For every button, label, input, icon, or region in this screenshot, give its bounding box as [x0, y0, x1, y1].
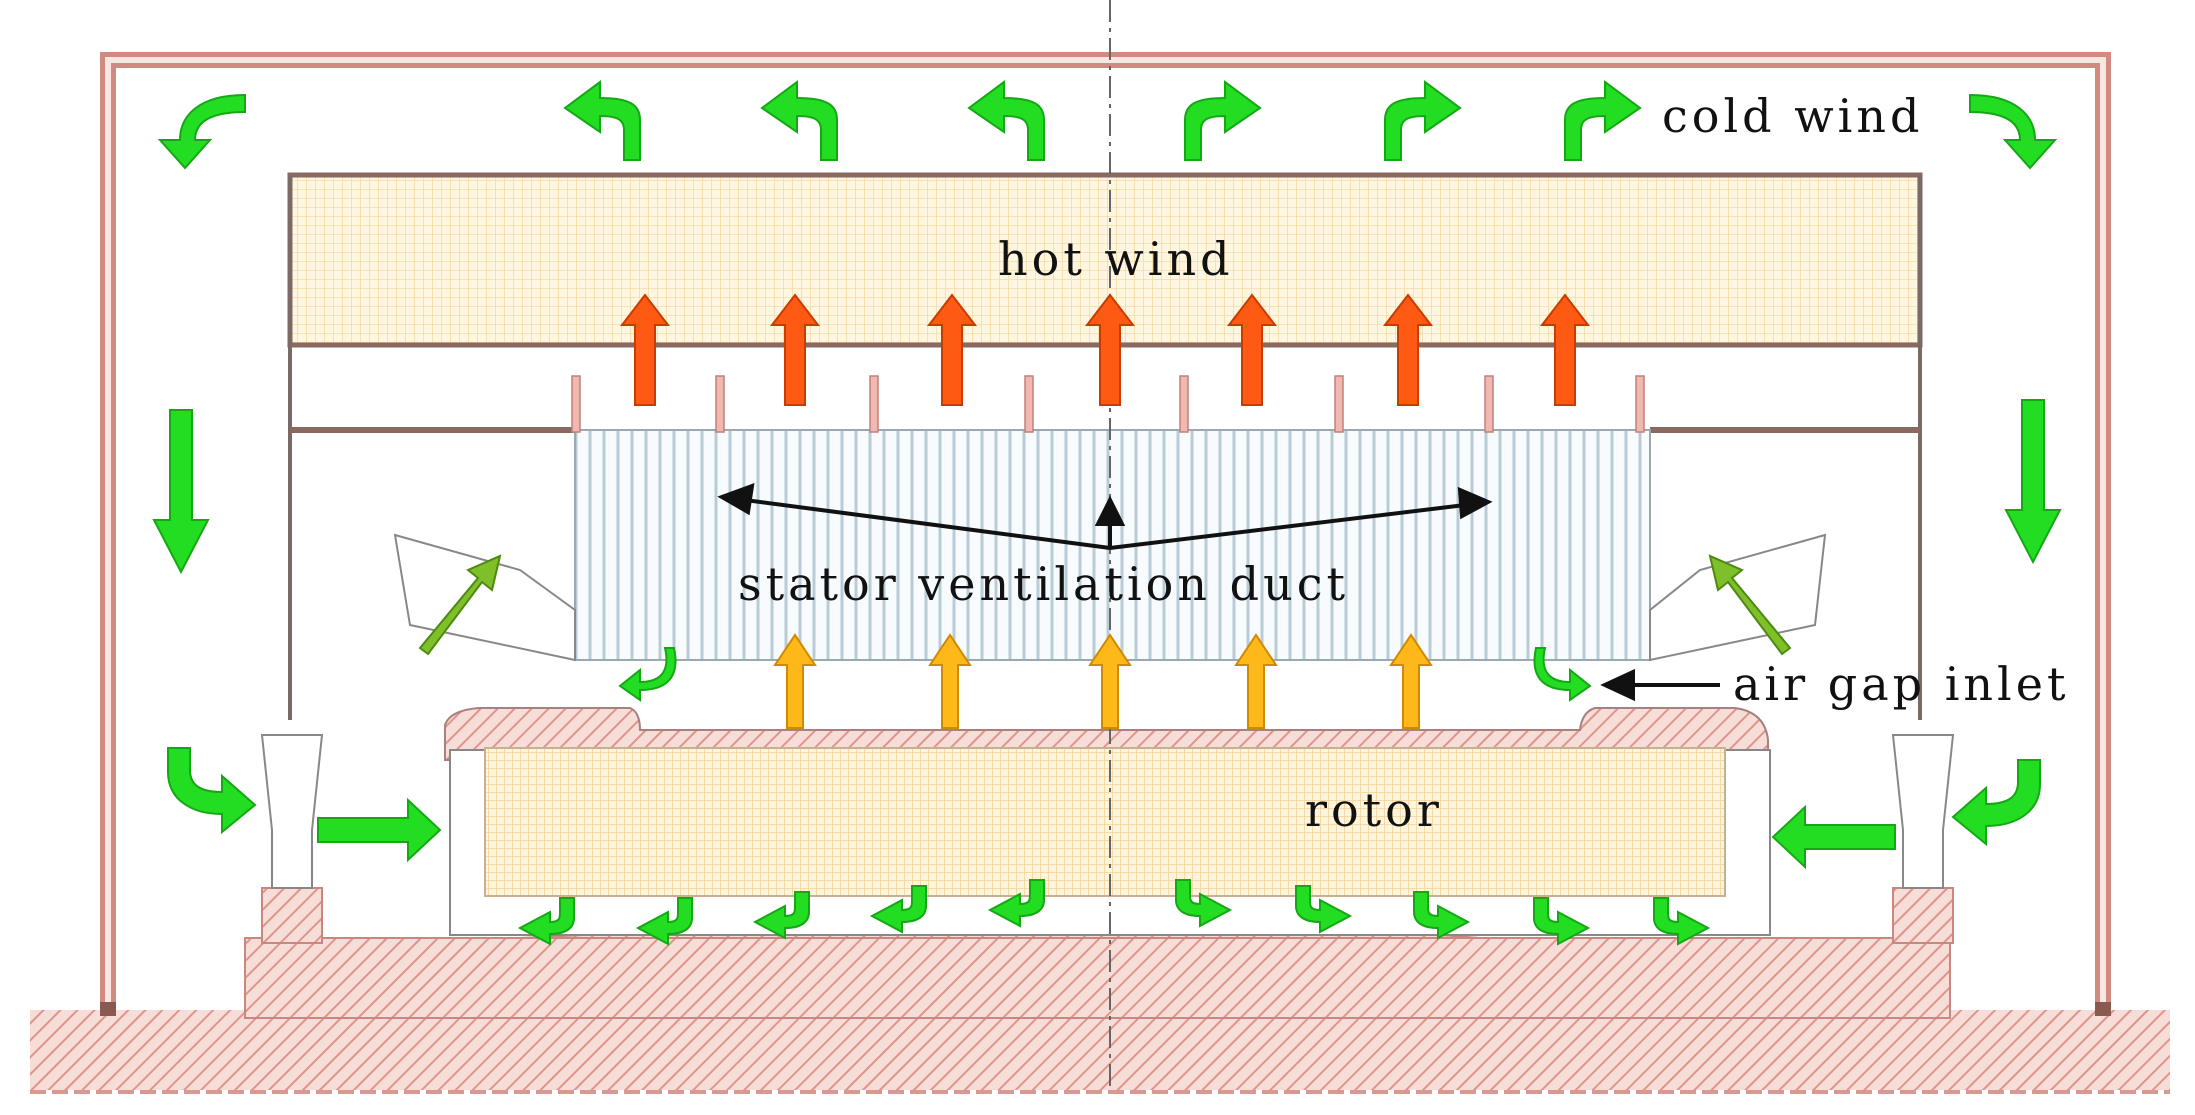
cold-wind-arrows-down [152, 399, 2062, 575]
stator-core [571, 375, 1651, 661]
fan-arrows [418, 554, 1792, 656]
cold-wind-arrows-lower [167, 747, 2041, 847]
label-air-gap-inlet: air gap inlet [1733, 657, 2069, 711]
rotor-body [444, 707, 1771, 936]
label-rotor: rotor [1305, 783, 1443, 837]
duct-pointer-arrows [717, 482, 1493, 550]
air-gap-curl-arrows [618, 647, 1592, 702]
rotor-underside-arrows [517, 879, 1711, 946]
radial-duct-arrows [773, 633, 1433, 729]
stator-ribs [571, 375, 1645, 433]
hot-wind-arrows [619, 293, 1591, 406]
label-hot-wind: hot wind [998, 232, 1234, 286]
label-stator-ventilation-duct: stator ventilation duct [738, 557, 1349, 611]
label-cold-wind: cold wind [1662, 89, 1923, 143]
air-gap-pointer-arrow [1600, 668, 1720, 702]
supports [260, 734, 1955, 889]
cold-wind-arrows-top [157, 80, 2058, 170]
axial-inflow-arrows [317, 797, 1896, 870]
outer-housing [100, 52, 2111, 1016]
